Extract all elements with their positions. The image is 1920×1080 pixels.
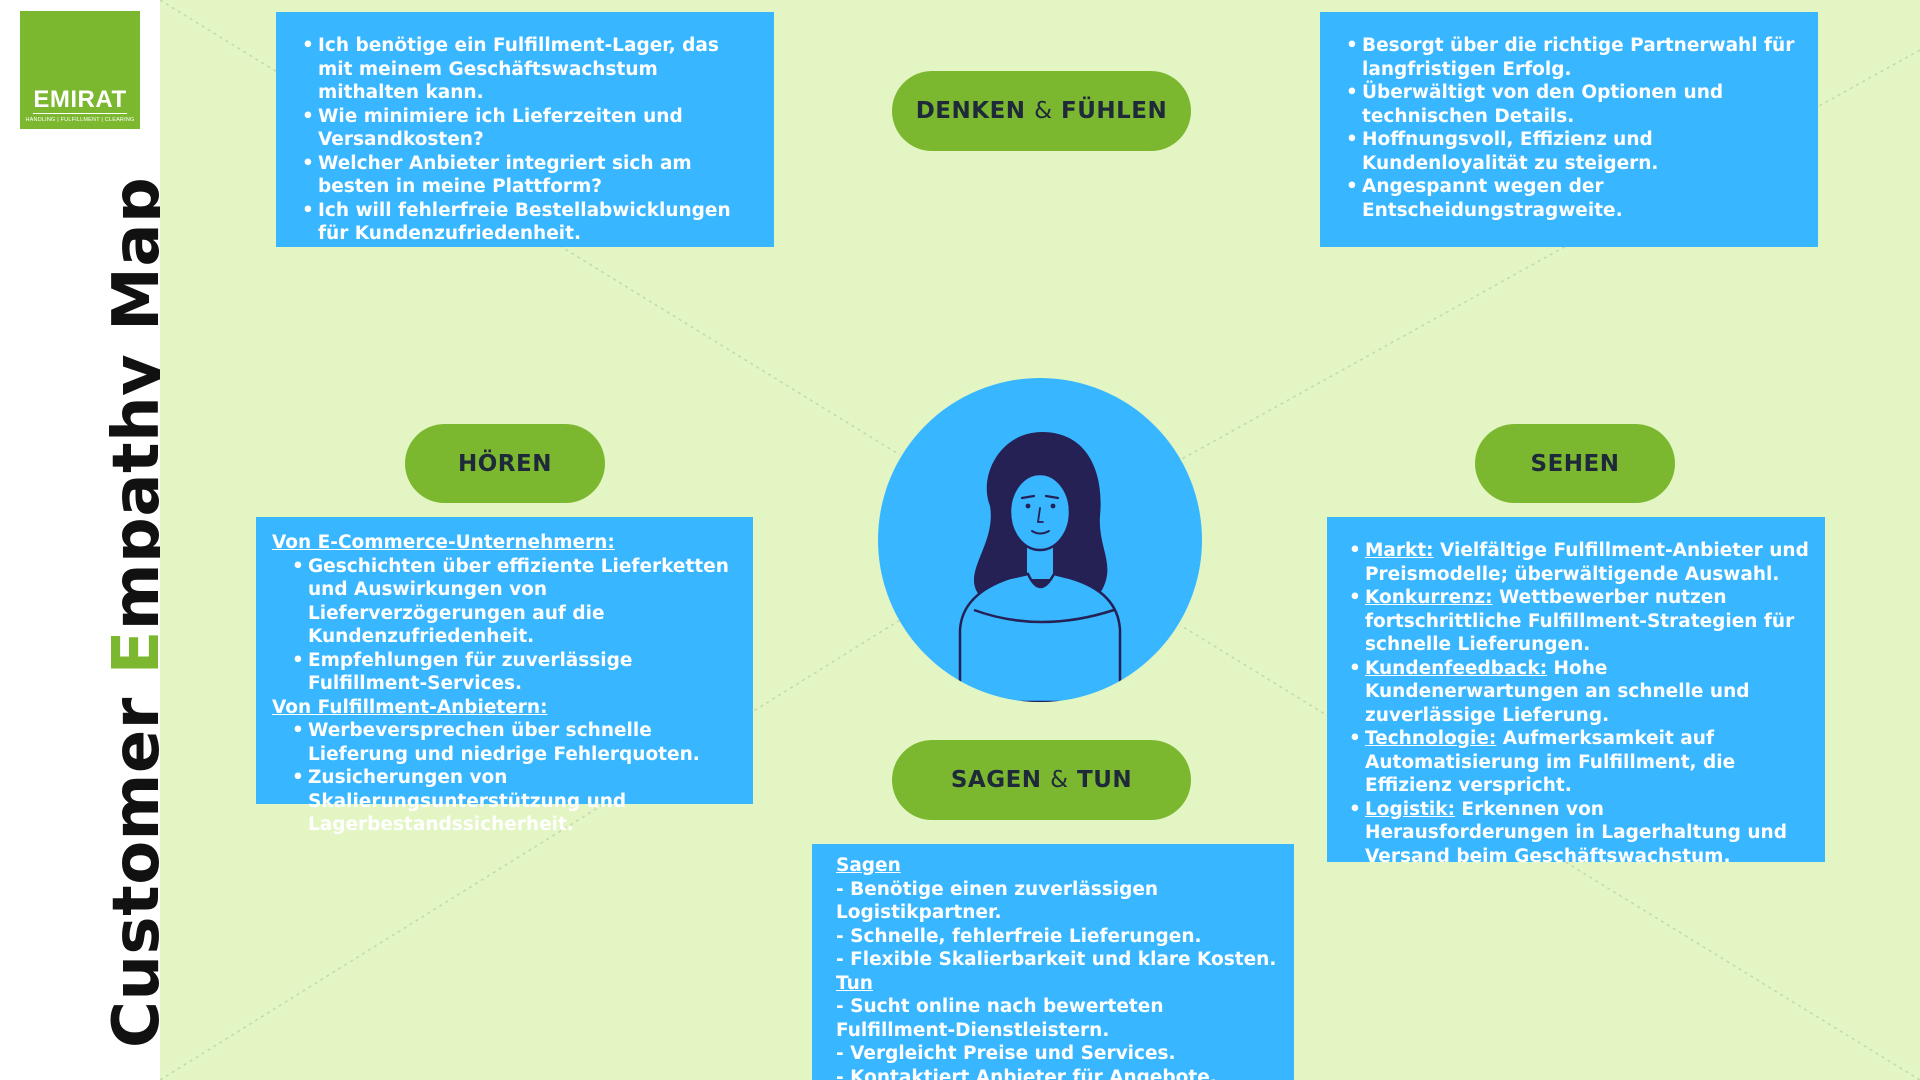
- do-label: TUN: [1077, 767, 1133, 793]
- list-item: Zusicherungen von Skalierungsunterstützu…: [286, 766, 739, 837]
- tun-line: - Vergleicht Preise und Services.: [836, 1043, 1176, 1064]
- tun-line: - Kontaktiert Anbieter für Angebote.: [836, 1066, 1217, 1080]
- hear-label: HÖREN: [405, 424, 605, 503]
- list-item: Empfehlungen für zuverlässige Fulfillmen…: [286, 649, 739, 696]
- list-item: Ich benötige ein Fulfillment-Lager, das …: [296, 34, 756, 105]
- sagen-line: - Flexible Skalierbarkeit und klare Kost…: [836, 949, 1277, 970]
- list-item: Überwältigt von den Optionen und technis…: [1340, 81, 1804, 128]
- think-label: DENKEN: [915, 98, 1026, 124]
- hear-list-entrepreneurs: Geschichten über effiziente Lieferketten…: [272, 555, 739, 696]
- say-do-label: SAGEN & TUN: [892, 740, 1191, 820]
- list-item: Logistik: Erkennen von Herausforderungen…: [1343, 798, 1813, 869]
- seeing-box: Markt: Vielfältige Fulfillment-Anbieter …: [1327, 517, 1825, 867]
- list-item: Besorgt über die richtige Partnerwahl fü…: [1340, 34, 1804, 81]
- hear-list-providers: Werbeversprechen über schnelle Lieferung…: [272, 719, 739, 837]
- hear-heading-entrepreneurs: Von E-Commerce-Unternehmern:: [272, 532, 615, 553]
- see-key-competition: Konkurrenz:: [1365, 587, 1493, 608]
- logo-tagline: HANDLING | FULFILLMENT | CLEARING: [25, 117, 135, 123]
- list-item: Technologie: Aufmerksamkeit auf Automati…: [1343, 727, 1813, 798]
- sagen-line: - Benötige einen zuverlässigen Logistikp…: [836, 878, 1159, 924]
- hearing-box: Von E-Commerce-Unternehmern: Geschichten…: [256, 517, 753, 835]
- see-key-feedback: Kundenfeedback:: [1365, 657, 1548, 679]
- see-text-feedback: Hohe Kundenerwartungen an schnelle und z…: [1365, 657, 1750, 726]
- feel-label: FÜHLEN: [1061, 98, 1168, 124]
- list-item: Wie minimiere ich Lieferzeiten und Versa…: [296, 105, 756, 152]
- feeling-list: Besorgt über die richtige Partnerwahl fü…: [1340, 34, 1804, 222]
- see-key-logistics: Logistik:: [1365, 798, 1455, 820]
- saying-doing-box: Sagen - Benötige einen zuverlässigen Log…: [812, 844, 1294, 1080]
- see-text-market: Vielfältige Fulfillment-Anbieter und Pre…: [1365, 540, 1809, 585]
- list-item: Angespannt wegen der Entscheidungstragwe…: [1340, 175, 1804, 222]
- list-item: Kundenfeedback: Hohe Kundenerwartungen a…: [1343, 657, 1813, 728]
- list-item: Konkurrenz: Wettbewerber nutzen fortschr…: [1343, 586, 1813, 657]
- see-text-technology: Aufmerksamkeit auf Automatisierung im Fu…: [1365, 728, 1736, 796]
- seeing-list: Markt: Vielfältige Fulfillment-Anbieter …: [1343, 539, 1813, 868]
- logo-brand: EMIRAT: [33, 85, 127, 114]
- think-amp: &: [1034, 98, 1053, 124]
- list-item: Ich will fehlerfreie Bestellabwicklungen…: [296, 199, 756, 246]
- woman-icon: [958, 432, 1122, 702]
- think-feel-label: DENKEN & FÜHLEN: [892, 71, 1191, 151]
- say-label: SAGEN: [950, 767, 1042, 793]
- say-amp: &: [1050, 767, 1069, 793]
- sagen-heading: Sagen: [836, 855, 901, 876]
- see-label: SEHEN: [1475, 424, 1675, 503]
- thinking-box: Ich benötige ein Fulfillment-Lager, das …: [276, 12, 774, 247]
- list-item: Geschichten über effiziente Lieferketten…: [286, 555, 739, 649]
- list-item: Welcher Anbieter integriert sich am best…: [296, 152, 756, 199]
- feeling-box: Besorgt über die richtige Partnerwahl fü…: [1320, 12, 1818, 247]
- hear-heading-providers: Von Fulfillment-Anbietern:: [272, 696, 548, 718]
- tun-line: - Sucht online nach bewerteten Fulfillme…: [836, 996, 1164, 1041]
- tun-heading: Tun: [836, 972, 873, 994]
- see-key-technology: Technologie:: [1365, 728, 1497, 749]
- company-logo: EMIRAT HANDLING | FULFILLMENT | CLEARING: [20, 11, 140, 129]
- see-text-logistics: Erkennen von Herausforderungen in Lagerh…: [1365, 798, 1787, 867]
- sagen-line: - Schnelle, fehlerfreie Lieferungen.: [836, 925, 1202, 947]
- see-text-competition: Wettbewerber nutzen fortschrittliche Ful…: [1365, 587, 1795, 655]
- see-key-market: Markt:: [1365, 540, 1434, 561]
- list-item: Markt: Vielfältige Fulfillment-Anbieter …: [1343, 539, 1813, 586]
- list-item: Hoffnungsvoll, Effizienz und Kundenloyal…: [1340, 128, 1804, 175]
- list-item: Werbeversprechen über schnelle Lieferung…: [286, 719, 739, 766]
- persona-avatar: [878, 378, 1202, 702]
- thinking-list: Ich benötige ein Fulfillment-Lager, das …: [296, 34, 756, 246]
- sidebar: EMIRAT HANDLING | FULFILLMENT | CLEARING…: [0, 0, 174, 1080]
